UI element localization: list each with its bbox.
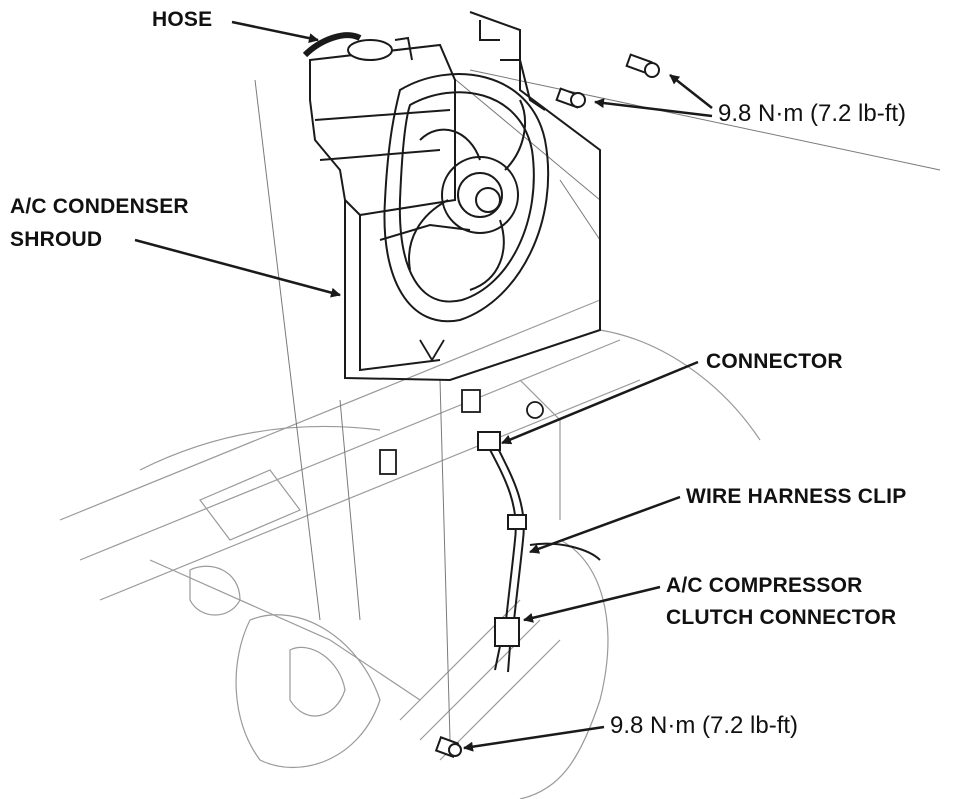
arrow-condenser-shroud [134,238,341,298]
arrow-torque-top-1 [669,74,713,109]
arrow-connector [501,360,699,445]
bracket-details [379,339,544,475]
arrow-wire-harness-clip [529,495,681,554]
arrow-torque-top-2 [594,98,713,118]
label-condenser-line2: SHROUD [10,228,103,251]
label-compressor-line1: A/C COMPRESSOR [666,574,863,597]
engine-bay-background [59,299,761,799]
label-hose: HOSE [152,8,213,31]
label-compressor-line2: CLUTCH CONNECTOR [666,606,897,629]
bolt-bottom [434,736,462,758]
label-connector: CONNECTOR [706,350,843,373]
callout-arrows [134,20,713,752]
wire-harness-drawing [477,431,601,673]
label-condenser-line1: A/C CONDENSER [10,195,189,218]
label-torque-bottom: 9.8 N·m (7.2 lb-ft) [610,712,799,739]
label-wire-harness-clip: WIRE HARNESS CLIP [686,485,907,508]
bolt-top-2 [555,87,586,109]
condenser-shroud-drawing [344,11,601,382]
bolt-top-1 [625,53,660,78]
fan-assembly-drawing [379,59,550,323]
arrow-compressor-connector [523,585,661,623]
reservoir-tank-drawing [302,32,456,217]
label-torque-top: 9.8 N·m (7.2 lb-ft) [718,100,907,127]
arrow-torque-bottom [463,725,605,752]
arrow-hose [231,20,319,44]
